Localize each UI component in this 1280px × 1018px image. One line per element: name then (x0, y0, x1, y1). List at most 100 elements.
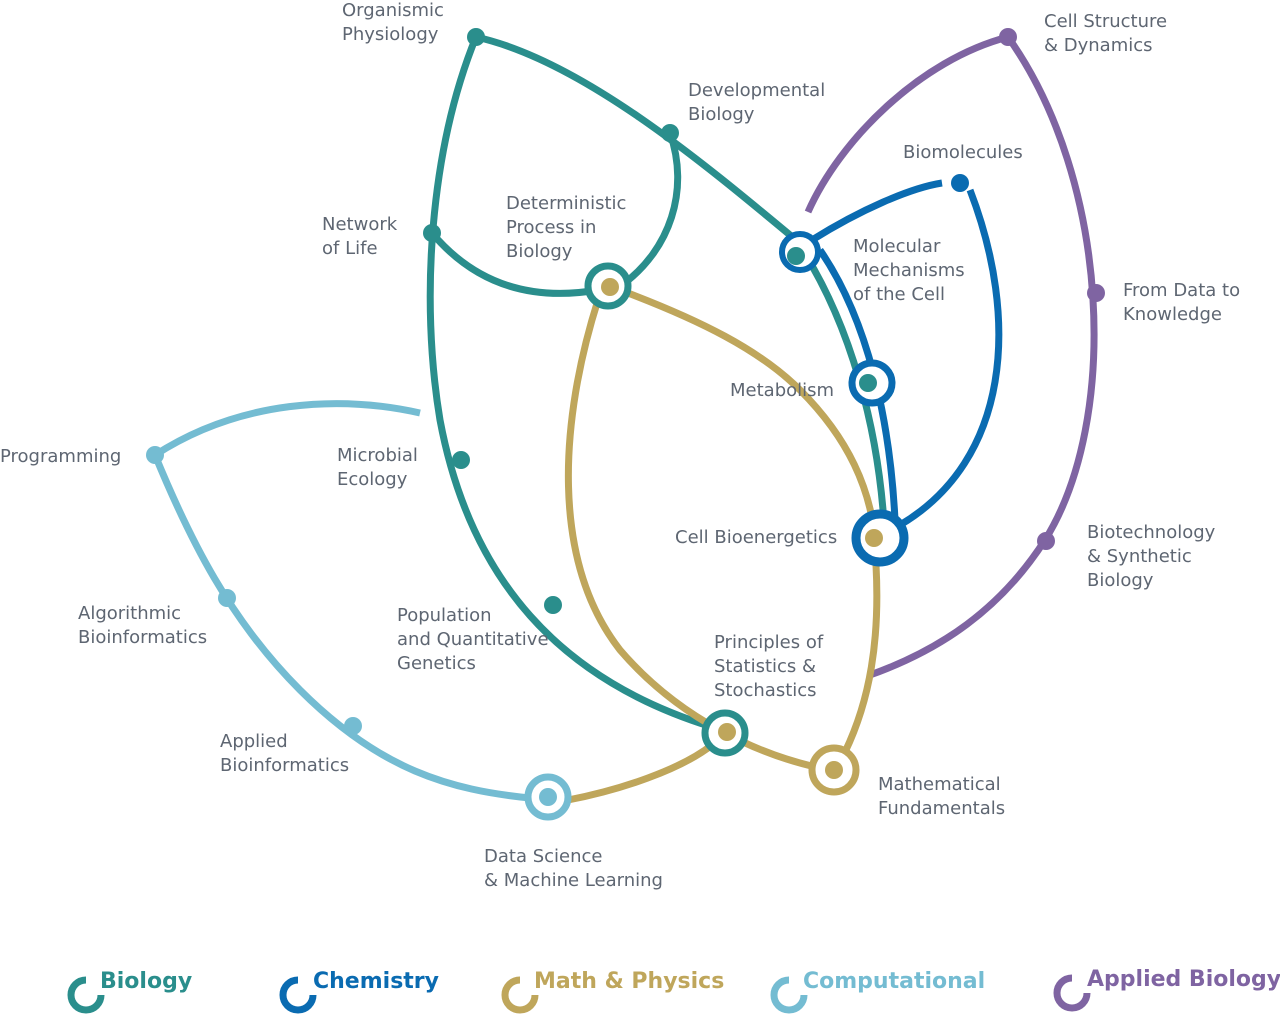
label-principles-statistics: Principles of Statistics & Stochastics (714, 632, 824, 701)
label-line: Applied (220, 731, 288, 752)
track-math-left-arc (564, 298, 821, 772)
legend-ring-icon-applied (1053, 974, 1091, 1012)
legend-label-chemistry: Chemistry (313, 969, 439, 994)
nodes (146, 28, 1105, 821)
node-from-data[interactable] (1087, 284, 1105, 302)
tracks (151, 33, 1098, 804)
label-line: Biology (506, 241, 573, 262)
track-math-data-science (567, 742, 715, 804)
legend-item-computational[interactable]: Computational (770, 969, 985, 1014)
label-line: Biomolecules (903, 142, 1023, 163)
legend-label-biology: Biology (100, 969, 192, 994)
label-line: & Machine Learning (484, 870, 663, 891)
node-applied-bioinformatics[interactable] (344, 717, 362, 735)
node-biomolecules[interactable] (951, 174, 969, 192)
node-data-science[interactable] (539, 788, 557, 806)
track-math-top (618, 286, 879, 539)
label-line: Mechanisms (853, 260, 965, 281)
label-line: of Life (322, 238, 378, 259)
track-biology-network (429, 230, 599, 297)
legend-ring-icon-chemistry (279, 976, 317, 1014)
node-biotechnology[interactable] (1037, 532, 1055, 550)
node-principles-statistics[interactable] (718, 723, 736, 741)
label-line: & Dynamics (1044, 35, 1153, 56)
node-developmental-biology[interactable] (661, 124, 679, 142)
label-line: Physiology (342, 24, 439, 45)
label-line: Programming (0, 446, 121, 467)
label-metabolism: Metabolism (730, 380, 834, 401)
label-line: Network (322, 214, 398, 235)
node-cell-bioenergetics[interactable] (865, 529, 883, 547)
legend-item-math[interactable]: Math & Physics (501, 969, 724, 1014)
label-line: Cell Bioenergetics (675, 527, 837, 548)
label-line: & Synthetic (1087, 546, 1192, 567)
label-from-data: From Data to Knowledge (1123, 280, 1240, 325)
label-line: Developmental (688, 80, 825, 101)
node-metabolism[interactable] (859, 374, 877, 392)
legend-label-math: Math & Physics (534, 969, 724, 994)
label-line: Organismic (342, 0, 444, 21)
track-chemistry-right-arc (898, 188, 1003, 529)
label-line: Genetics (397, 653, 476, 674)
track-biology-developmental (619, 131, 682, 288)
node-programming[interactable] (146, 446, 164, 464)
label-line: Molecular (853, 236, 941, 257)
legend-ring-icon-math (501, 976, 539, 1014)
label-line: and Quantitative (397, 629, 549, 650)
label-line: Algorithmic (78, 603, 181, 624)
track-math-right-down (841, 564, 881, 754)
legend: Biology Chemistry Math & Physics Computa… (67, 967, 1280, 1014)
legend-label-applied: Applied Biology (1087, 967, 1280, 992)
legend-item-biology[interactable]: Biology (67, 969, 192, 1014)
node-network-of-life[interactable] (423, 224, 441, 242)
label-line: From Data to (1123, 280, 1240, 301)
label-line: Biotechnology (1087, 522, 1216, 543)
node-mathematical-fundamentals[interactable] (825, 761, 843, 779)
label-line: Metabolism (730, 380, 834, 401)
node-molecular-mechanisms[interactable] (787, 247, 805, 265)
label-network-of-life: Network of Life (322, 214, 398, 259)
node-deterministic-process[interactable] (601, 278, 619, 296)
track-biology-left-arc (426, 35, 714, 731)
node-cell-structure[interactable] (999, 28, 1017, 46)
label-line: of the Cell (853, 284, 945, 305)
node-organismic-physiology[interactable] (467, 28, 485, 46)
track-computational-top-arc (153, 400, 421, 458)
legend-label-computational: Computational (803, 969, 985, 994)
label-line: Statistics & (714, 656, 816, 677)
legend-item-chemistry[interactable]: Chemistry (279, 969, 439, 1014)
label-line: Fundamentals (878, 798, 1005, 819)
node-algorithmic-bioinformatics[interactable] (218, 589, 236, 607)
label-line: Bioinformatics (78, 627, 207, 648)
label-line: Knowledge (1123, 304, 1222, 325)
track-chemistry-biomolecules (810, 179, 943, 243)
track-computational-left-arc (151, 453, 531, 802)
label-line: Population (397, 605, 492, 626)
label-cell-bioenergetics: Cell Bioenergetics (675, 527, 837, 548)
label-line: Microbial (337, 445, 418, 466)
track-biology-top (475, 33, 799, 243)
label-biomolecules: Biomolecules (903, 142, 1023, 163)
node-population-genetics[interactable] (544, 596, 562, 614)
node-microbial-ecology[interactable] (452, 451, 470, 469)
label-data-science: Data Science& Machine Learning (484, 846, 663, 891)
label-line: Cell Structure (1044, 11, 1167, 32)
label-line: Principles of (714, 632, 824, 653)
label-line: Mathematical (878, 774, 1001, 795)
label-line: Process in (506, 217, 596, 238)
label-line: Stochastics (714, 680, 817, 701)
label-line: Biology (688, 104, 755, 125)
legend-item-applied[interactable]: Applied Biology (1053, 967, 1280, 1012)
label-cell-structure: Cell Structure & Dynamics (1044, 11, 1167, 56)
